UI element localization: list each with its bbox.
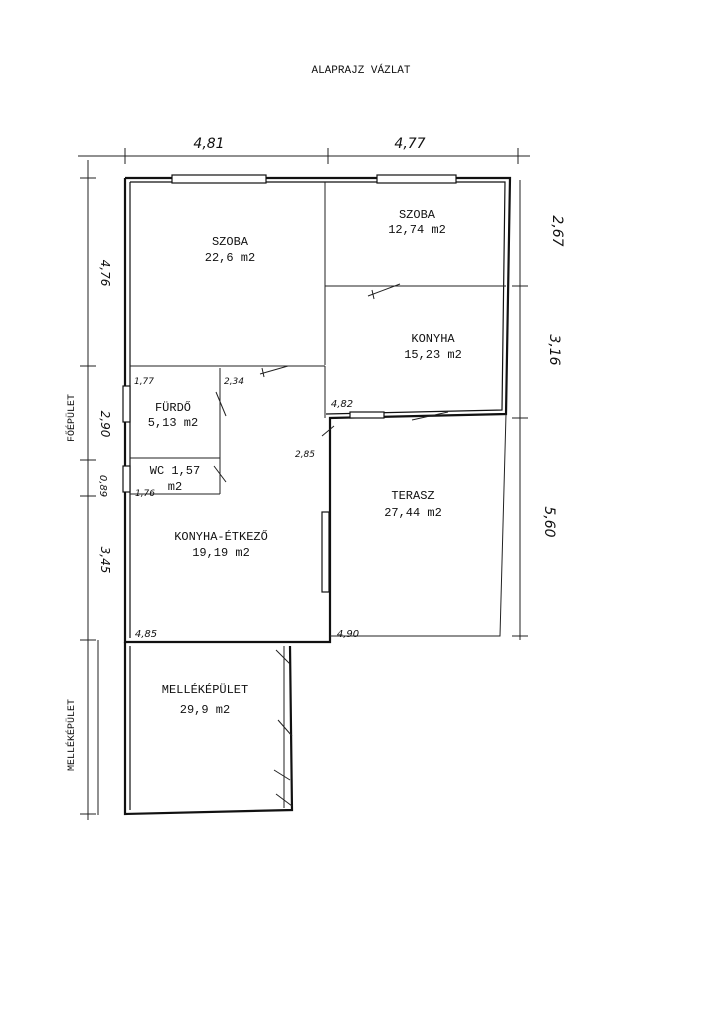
walls [123, 176, 512, 816]
room-labels: SZOBA 22,6 m2 SZOBA 12,74 m2 KONYHA 15,2… [148, 208, 462, 717]
room-konyha-name: KONYHA [411, 332, 455, 346]
room-konyha-etkezo-area: 19,19 m2 [192, 546, 250, 560]
room-szoba-large-area: 22,6 m2 [205, 251, 255, 265]
room-szoba-small-area: 12,74 m2 [388, 223, 446, 237]
dim-left-4: 3,45 [98, 547, 112, 574]
dim-left-3: 0,89 [97, 475, 108, 497]
dim-right-3: 5,60 [541, 506, 557, 537]
room-szoba-large-name: SZOBA [212, 235, 249, 249]
dim-right-1: 2,67 [549, 215, 565, 246]
room-furdo-name: FÜRDŐ [155, 400, 191, 415]
dim-left-2: 2,90 [98, 411, 112, 438]
dim-inner-177: 1,77 [134, 377, 154, 387]
room-mellekepulet-name: MELLÉKÉPÜLET [162, 682, 248, 697]
side-label-foepulet: FŐÉPÜLET [64, 394, 78, 442]
dim-inner-482: 4,82 [331, 399, 353, 410]
room-wc-area: m2 [168, 480, 182, 494]
dimension-lines [78, 148, 530, 820]
room-furdo-area: 5,13 m2 [148, 416, 198, 430]
dimension-labels: 4,81 4,77 2,67 3,16 5,60 4,76 2,90 0,89 … [97, 136, 565, 640]
side-label-mellekepulet: MELLÉKÉPÜLET [64, 699, 78, 771]
room-terasz-name: TERASZ [391, 489, 434, 503]
room-szoba-small-name: SZOBA [399, 208, 436, 222]
dim-inner-234: 2,34 [224, 377, 244, 387]
dim-inner-490: 4,90 [337, 629, 359, 640]
room-mellekepulet-area: 29,9 m2 [180, 703, 230, 717]
plan-title: ALAPRAJZ VÁZLAT [311, 63, 410, 77]
room-konyha-area: 15,23 m2 [404, 348, 462, 362]
doors [213, 283, 449, 807]
dim-top-right: 4,77 [394, 136, 425, 152]
windows [122, 174, 457, 593]
dim-inner-285: 2,85 [295, 450, 315, 460]
dim-inner-485: 4,85 [135, 629, 157, 640]
dim-top-left: 4,81 [193, 136, 224, 152]
dim-left-1: 4,76 [98, 260, 112, 287]
room-wc-name: WC 1,57 [150, 464, 200, 478]
room-konyha-etkezo-name: KONYHA-ÉTKEZŐ [174, 529, 268, 544]
side-labels: FŐÉPÜLET MELLÉKÉPÜLET [64, 394, 78, 771]
dim-inner-176: 1,76 [135, 489, 155, 499]
room-terasz-area: 27,44 m2 [384, 506, 442, 520]
dim-right-2: 3,16 [546, 334, 562, 365]
